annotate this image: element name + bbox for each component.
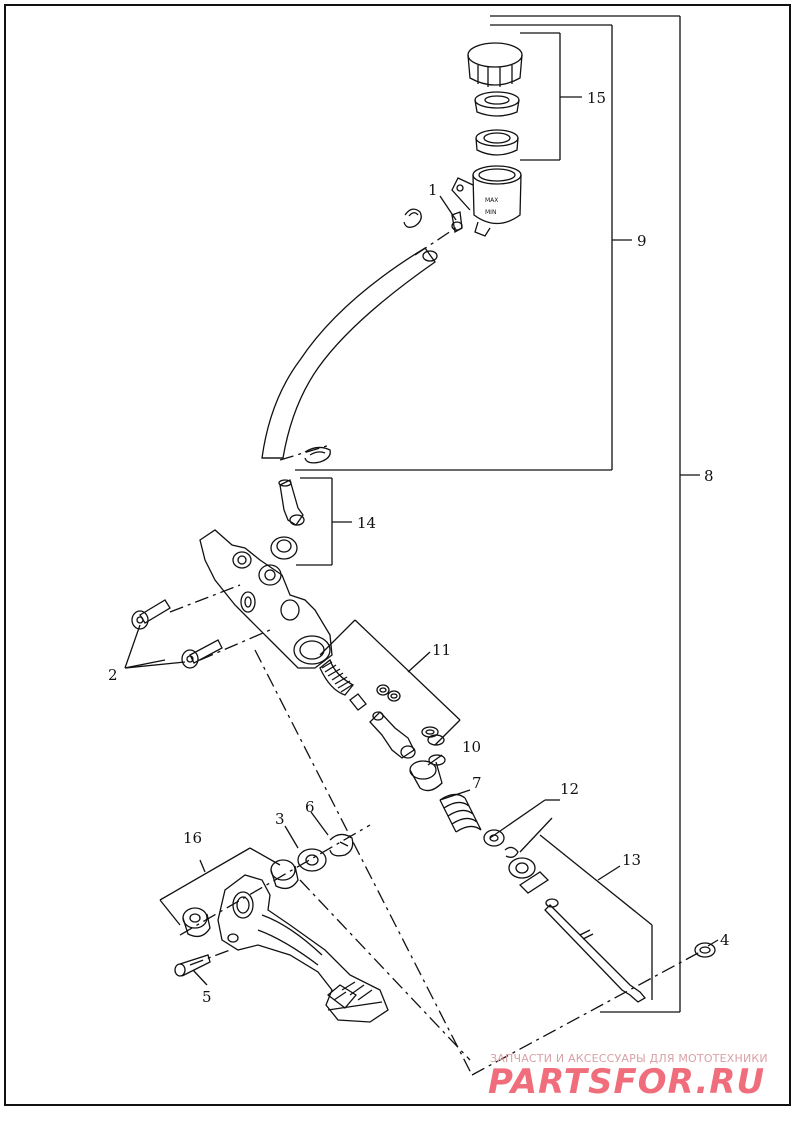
bracket-9 [295, 24, 632, 471]
brake-hose [261, 247, 438, 459]
diaphragm [474, 91, 520, 117]
callout-13: 13 [622, 851, 641, 869]
seal-plate [475, 129, 519, 156]
callout-2: 2 [108, 666, 118, 684]
piston-bushing [409, 754, 446, 792]
callout-1: 1 [428, 181, 438, 199]
brake-pedal [217, 874, 389, 1023]
callout-8: 8 [704, 467, 714, 485]
pedal-bushing-lower [182, 907, 211, 938]
bracket-8 [490, 15, 700, 1013]
reservoir-max-mark: MAX [485, 197, 498, 204]
pedal-clip [329, 833, 354, 857]
pushrod [544, 898, 646, 1003]
retaining-clip [694, 942, 716, 958]
bracket-11 [319, 619, 461, 746]
callout-7: 7 [472, 774, 482, 792]
master-cylinder-body [199, 529, 333, 669]
mounting-bolt-upper [131, 599, 171, 630]
pedal-washer [297, 848, 327, 872]
reservoir-min-mark: MIN [485, 209, 496, 216]
grommet [270, 536, 298, 560]
callout-labels: 1 2 3 4 5 6 7 8 9 10 11 12 13 14 15 16 [108, 89, 730, 1006]
callout-11: 11 [432, 641, 451, 659]
piston [369, 711, 416, 759]
callout-12: 12 [560, 780, 579, 798]
diagram-frame [4, 4, 791, 1106]
watermark-brand: PARTSFOR.RU [488, 1062, 766, 1102]
callout-4: 4 [720, 931, 730, 949]
hose-clip-upper [403, 208, 422, 228]
bracket-13 [539, 834, 653, 1000]
assembly-axis-lines [169, 224, 701, 1076]
callout-5: 5 [202, 988, 212, 1006]
hose-clip-lower [304, 446, 331, 464]
piston-seals [349, 684, 445, 746]
callout-10: 10 [462, 738, 481, 756]
reservoir-body [451, 165, 522, 237]
callout-15: 15 [587, 89, 606, 107]
mounting-bolt-lower [181, 639, 223, 669]
pedal-bushing-upper [270, 859, 299, 890]
hose-connector [278, 479, 305, 526]
bracket-14 [296, 477, 352, 566]
callout-3: 3 [275, 810, 285, 828]
callout-9: 9 [637, 232, 647, 250]
piston-spring [319, 658, 354, 696]
bracket-15 [520, 32, 582, 161]
reservoir-bolt [451, 211, 463, 234]
return-spring [439, 793, 482, 833]
pushrod-washers [483, 829, 550, 894]
pedal-pivot-bolt [174, 954, 211, 977]
callout-16: 16 [183, 829, 202, 847]
reservoir-cap [467, 42, 523, 87]
watermark-tagline: ЗАПЧАСТИ И АКСЕССУАРЫ ДЛЯ МОТОТЕХНИКИ [490, 1052, 768, 1065]
callout-14: 14 [357, 514, 376, 532]
callout-6: 6 [305, 798, 315, 816]
